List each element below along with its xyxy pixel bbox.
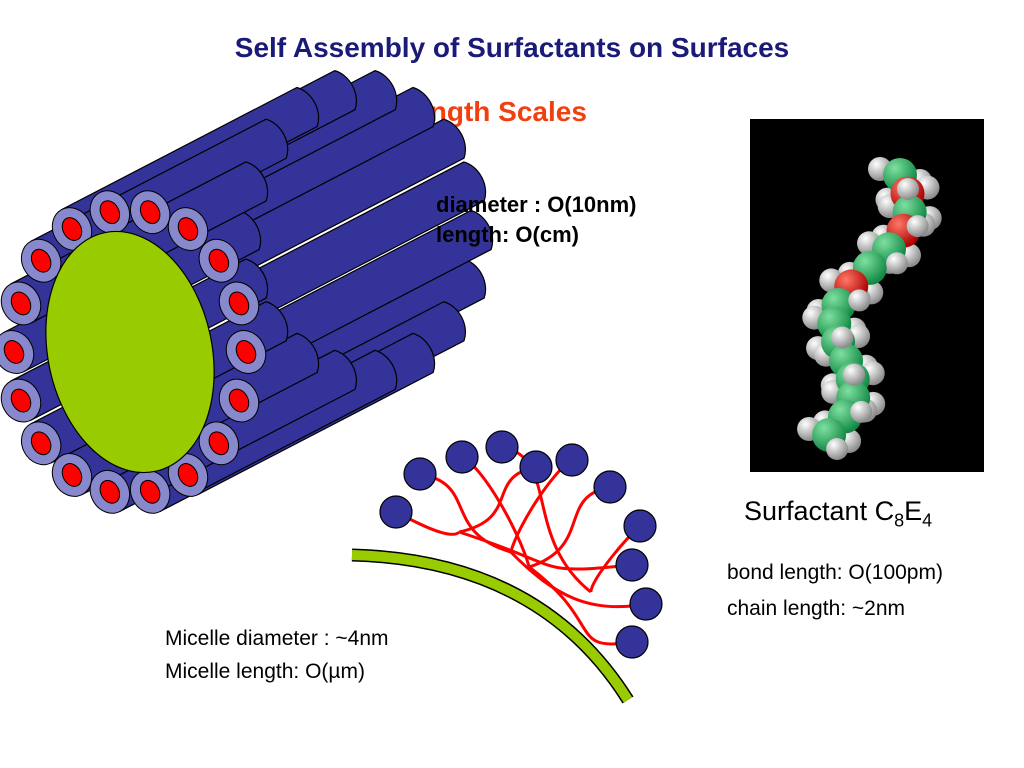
hydrogen-atom [826, 438, 849, 460]
surfactant-head-group [555, 443, 589, 477]
surfactant-tail [458, 530, 633, 571]
cylinder-tube-core [139, 200, 161, 225]
cylinder-length-label: length: O(cm) [436, 222, 579, 247]
micelle-diameter-label: Micelle diameter : ~4nm [165, 627, 389, 650]
substrate-surface [351, 550, 633, 703]
cylinder-diameter-label: diameter : O(10nm) [436, 192, 637, 217]
surfactant-head-group [445, 440, 479, 474]
cylinder-tube-core [10, 388, 32, 413]
hydrogen-atom [850, 400, 873, 423]
surfactant-head-group [593, 470, 627, 504]
surfactant-molecule-image [750, 119, 984, 472]
hydrogen-atom [906, 215, 929, 238]
surfactant-formula-label: Surfactant C8E4 [744, 496, 933, 531]
cylinder-tube-core [3, 340, 25, 364]
cylinder-tube-core [30, 248, 52, 273]
cylinder-tube-core [99, 200, 121, 225]
hydrogen-atom [897, 178, 919, 200]
cylinder-tube-core [61, 217, 83, 241]
cylinder-tube-body [207, 118, 467, 282]
surfactant-head-group [485, 430, 519, 464]
cylinder-tube-core [139, 479, 161, 504]
surfactant-head-group [629, 587, 663, 621]
hydrogen-atom [886, 252, 909, 275]
slide-title: Self Assembly of Surfactants on Surfaces [234, 32, 790, 63]
cylinder-tube-core [99, 479, 121, 504]
micelle-length-label: Micelle length: O(µm) [165, 660, 365, 683]
cylinder-tube-body [228, 161, 487, 324]
surfactant-head-group [519, 450, 553, 484]
surfactant-head-group [615, 625, 649, 659]
cylinder-tube-core [177, 217, 199, 241]
cylinder-tube-core [177, 463, 199, 487]
cylinder-bundle [0, 69, 494, 514]
cylinder-tube-core [208, 431, 230, 456]
hydrogen-atom [831, 326, 854, 349]
surfactant-head-group [379, 495, 413, 529]
surfactant-tail [509, 550, 647, 609]
cylinder-tube-core [208, 248, 230, 273]
surfactant-head-group [403, 457, 437, 491]
cylinder-tube-core [61, 463, 83, 487]
surfactant-tail [501, 445, 592, 594]
micelle-on-surface [351, 430, 663, 704]
surfactant-head-group [623, 509, 657, 543]
chain-length-label: chain length: ~2nm [727, 597, 906, 620]
surfactant-tail [419, 472, 512, 554]
surfactant-head-group [615, 548, 649, 582]
cylinder-tube-core [228, 388, 250, 413]
cylinder-tube-core [228, 291, 250, 316]
surfactant-tail [528, 565, 633, 646]
hydrogen-atom [843, 363, 866, 386]
bond-length-label: bond length: O(100pm) [727, 561, 943, 584]
cylinder-tube-core [235, 340, 257, 364]
cylinder-cross-section-face [45, 230, 215, 474]
cylinder-tube-core [30, 431, 52, 456]
cylinder-tube-body [235, 209, 494, 373]
cylinder-tube-core [10, 291, 32, 316]
hydrogen-atom [848, 289, 871, 312]
